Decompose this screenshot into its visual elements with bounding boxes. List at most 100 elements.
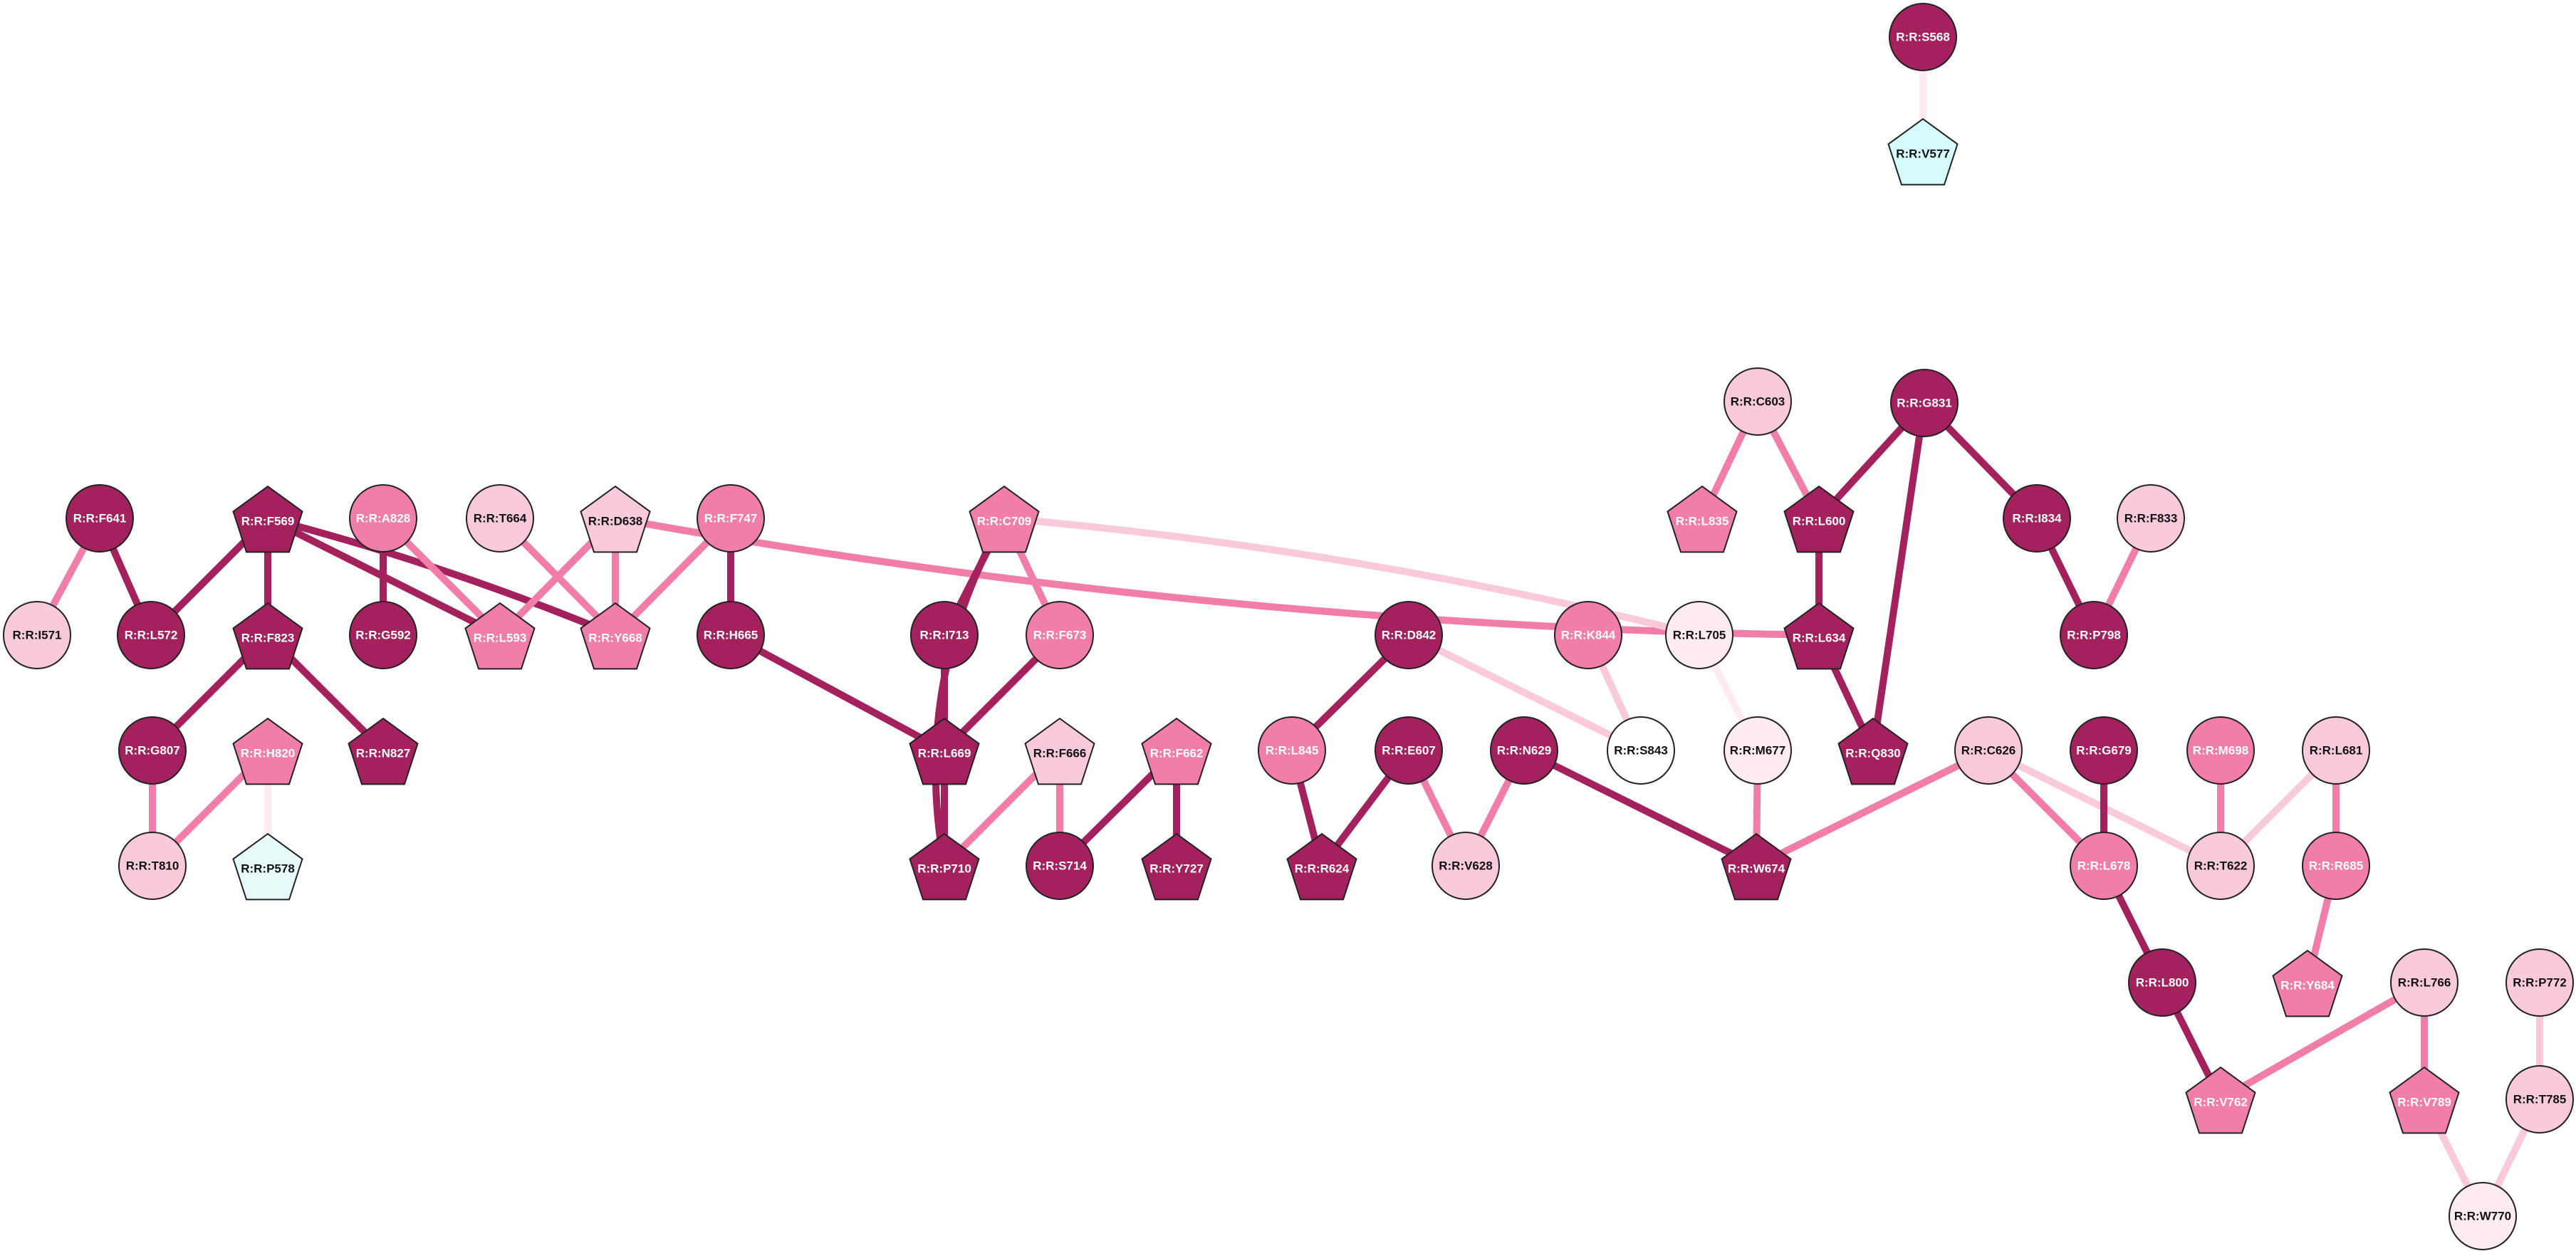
node-W674[interactable]: R:R:W674 <box>1721 832 1792 901</box>
node-L634[interactable]: R:R:L634 <box>1783 602 1855 670</box>
node-label: R:R:E607 <box>1382 744 1436 758</box>
node-D842[interactable]: R:R:D842 <box>1375 601 1443 669</box>
edge-D638-L634 <box>612 515 1823 639</box>
node-Y684[interactable]: R:R:Y684 <box>2272 949 2343 1017</box>
node-circle-shape <box>1375 716 1443 785</box>
node-label: R:R:Y668 <box>588 632 642 645</box>
node-N827[interactable]: R:R:N827 <box>348 717 419 785</box>
node-S568[interactable]: R:R:S568 <box>1889 3 1957 71</box>
node-pentagon-shape <box>1667 485 1738 553</box>
node-H665[interactable]: R:R:H665 <box>697 601 765 669</box>
node-G592[interactable]: R:R:G592 <box>349 601 417 669</box>
node-T810[interactable]: R:R:T810 <box>118 832 187 900</box>
node-label: R:R:H665 <box>704 629 758 642</box>
node-V789[interactable]: R:R:V789 <box>2389 1066 2460 1134</box>
node-S843[interactable]: R:R:S843 <box>1607 716 1675 785</box>
node-Q830[interactable]: R:R:Q830 <box>1837 717 1909 785</box>
node-label: R:R:C603 <box>1731 395 1785 409</box>
node-label: R:R:F747 <box>704 512 758 525</box>
node-F833[interactable]: R:R:F833 <box>2117 484 2185 553</box>
node-G679[interactable]: R:R:G679 <box>2070 716 2138 785</box>
node-F569[interactable]: R:R:F569 <box>232 485 303 553</box>
node-label: R:R:F662 <box>1150 747 1204 760</box>
node-G807[interactable]: R:R:G807 <box>118 716 187 785</box>
node-label: R:R:T664 <box>474 512 527 525</box>
node-label: R:R:D842 <box>1382 629 1436 642</box>
node-T664[interactable]: R:R:T664 <box>466 484 534 553</box>
node-label: R:R:V577 <box>1896 147 1950 161</box>
node-label: R:R:W770 <box>2454 1210 2511 1223</box>
node-circle-shape <box>66 484 134 553</box>
node-pentagon-shape <box>1887 117 1959 186</box>
node-Y668[interactable]: R:R:Y668 <box>580 602 651 670</box>
node-Y727[interactable]: R:R:Y727 <box>1141 832 1212 901</box>
node-F673[interactable]: R:R:F673 <box>1026 601 1094 669</box>
node-A828[interactable]: R:R:A828 <box>349 484 417 553</box>
node-label: R:R:L600 <box>1793 515 1846 528</box>
node-G831[interactable]: R:R:G831 <box>1890 369 1959 437</box>
node-label: R:R:L845 <box>1266 744 1319 758</box>
node-F747[interactable]: R:R:F747 <box>697 484 765 553</box>
node-circle-shape <box>1724 367 1792 436</box>
node-L835[interactable]: R:R:L835 <box>1667 485 1738 553</box>
node-K844[interactable]: R:R:K844 <box>1554 601 1622 669</box>
node-W770[interactable]: R:R:W770 <box>2449 1182 2517 1250</box>
node-I834[interactable]: R:R:I834 <box>2003 484 2071 553</box>
node-L681[interactable]: R:R:L681 <box>2302 716 2370 785</box>
node-P772[interactable]: R:R:P772 <box>2505 948 2574 1017</box>
node-M677[interactable]: R:R:M677 <box>1724 716 1792 785</box>
node-F823[interactable]: R:R:F823 <box>232 602 303 670</box>
node-S714[interactable]: R:R:S714 <box>1026 832 1094 900</box>
node-pentagon-shape <box>2185 1066 2256 1134</box>
node-V762[interactable]: R:R:V762 <box>2185 1066 2256 1134</box>
node-circle-shape <box>3 601 71 669</box>
node-R624[interactable]: R:R:R624 <box>1286 832 1357 901</box>
node-pentagon-shape <box>2389 1066 2460 1134</box>
node-T785[interactable]: R:R:T785 <box>2505 1065 2574 1134</box>
node-L845[interactable]: R:R:L845 <box>1258 716 1326 785</box>
node-V577[interactable]: R:R:V577 <box>1887 117 1959 186</box>
node-circle-shape <box>2186 832 2255 900</box>
node-L705[interactable]: R:R:L705 <box>1665 601 1733 669</box>
node-L669[interactable]: R:R:L669 <box>909 717 980 785</box>
node-F662[interactable]: R:R:F662 <box>1141 717 1212 785</box>
node-I713[interactable]: R:R:I713 <box>910 601 979 669</box>
node-pentagon-shape <box>969 485 1040 553</box>
node-T622[interactable]: R:R:T622 <box>2186 832 2255 900</box>
node-L593[interactable]: R:R:L593 <box>464 602 536 670</box>
node-F641[interactable]: R:R:F641 <box>66 484 134 553</box>
node-R685[interactable]: R:R:R685 <box>2302 832 2370 900</box>
node-L766[interactable]: R:R:L766 <box>2390 948 2458 1017</box>
node-V628[interactable]: R:R:V628 <box>1432 832 1500 900</box>
node-L600[interactable]: R:R:L600 <box>1783 485 1855 553</box>
node-P798[interactable]: R:R:P798 <box>2060 601 2128 669</box>
node-D638[interactable]: R:R:D638 <box>580 485 651 553</box>
node-L572[interactable]: R:R:L572 <box>117 601 185 669</box>
node-label: R:R:S843 <box>1614 744 1668 758</box>
node-F666[interactable]: R:R:F666 <box>1024 717 1095 785</box>
node-pentagon-shape <box>1024 717 1095 785</box>
node-label: R:R:W674 <box>1728 862 1785 876</box>
node-label: R:R:L634 <box>1793 632 1846 645</box>
node-C626[interactable]: R:R:C626 <box>1954 716 2023 785</box>
node-L800[interactable]: R:R:L800 <box>2128 948 2196 1017</box>
node-N629[interactable]: R:R:N629 <box>1490 716 1558 785</box>
node-I571[interactable]: R:R:I571 <box>3 601 71 669</box>
node-circle-shape <box>1432 832 1500 900</box>
node-C709[interactable]: R:R:C709 <box>969 485 1040 553</box>
node-H820[interactable]: R:R:H820 <box>232 717 303 785</box>
node-label: R:R:G679 <box>2076 744 2131 758</box>
node-P710[interactable]: R:R:P710 <box>909 832 980 901</box>
node-label: R:R:F673 <box>1033 629 1087 642</box>
node-M698[interactable]: R:R:M698 <box>2186 716 2255 785</box>
node-circle-shape <box>1026 832 1094 900</box>
node-L678[interactable]: R:R:L678 <box>2070 832 2138 900</box>
node-label: R:R:R685 <box>2309 859 2364 873</box>
node-P578[interactable]: R:R:P578 <box>232 832 303 901</box>
node-E607[interactable]: R:R:E607 <box>1375 716 1443 785</box>
node-circle-shape <box>466 484 534 553</box>
node-pentagon-shape <box>348 717 419 785</box>
node-pentagon-shape <box>2272 949 2343 1017</box>
node-pentagon-shape <box>1141 717 1212 785</box>
node-C603[interactable]: R:R:C603 <box>1724 367 1792 436</box>
